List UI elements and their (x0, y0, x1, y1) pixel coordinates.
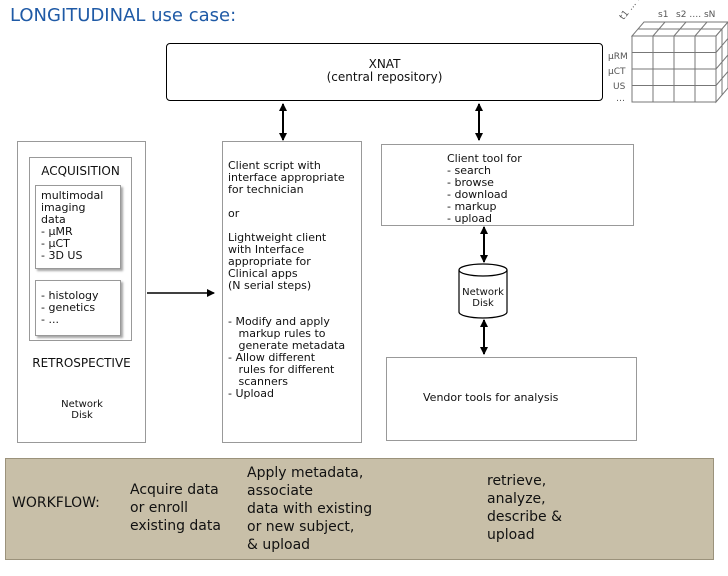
cube-sn-label: s2 …. sN (676, 10, 716, 20)
cube-us-label: US (613, 82, 626, 92)
imaging-data-text: multimodal imaging data - µMR - µCT - 3D… (41, 189, 104, 262)
network-disk-middle-label: Network Disk (462, 287, 504, 309)
workflow-band: WORKFLOW: Acquire data or enroll existin… (5, 458, 714, 560)
workflow-step-analyze: retrieve, analyze, describe & upload (487, 473, 563, 543)
network-disk-left-label: Network Disk (61, 399, 103, 421)
xnat-subtitle: (central repository) (326, 70, 443, 84)
other-data-text: - histology - genetics - ... (41, 289, 99, 326)
workflow-label: WORKFLOW: (12, 495, 100, 511)
client-tool-text: Client tool for - search - browse - down… (447, 152, 522, 225)
acquisition-inner-box: ACQUISITION multimodal imaging data - µM… (29, 157, 132, 341)
data-cube-icon (630, 21, 728, 104)
cube-s1-label: s1 (658, 10, 669, 20)
imaging-data-box: multimodal imaging data - µMR - µCT - 3D… (35, 185, 121, 269)
cube-mr-label: µRM (608, 52, 628, 62)
network-disk-middle-icon (458, 263, 508, 319)
workflow-step-apply-metadata: Apply metadata, associate data with exis… (247, 465, 373, 553)
client-script-text: Client script with interface appropriate… (228, 159, 346, 400)
vendor-tools-text: Vendor tools for analysis (423, 391, 559, 404)
xnat-title: XNAT (368, 57, 401, 71)
xnat-repository-box: XNAT (central repository) (166, 43, 603, 101)
workflow-step-acquire: Acquire data or enroll existing data (130, 482, 221, 534)
cube-ct-label: µCT (608, 67, 626, 77)
cube-more-label: … (616, 94, 625, 104)
vendor-tools-panel: Vendor tools for analysis (386, 357, 637, 441)
client-tool-panel: Client tool for - search - browse - down… (381, 144, 634, 226)
diagram-title: LONGITUDINAL use case: (10, 5, 237, 26)
other-data-box: - histology - genetics - ... (35, 280, 121, 336)
acquisition-heading: ACQUISITION (41, 164, 120, 178)
client-script-panel: Client script with interface appropriate… (222, 141, 362, 443)
acquisition-panel: ACQUISITION multimodal imaging data - µM… (17, 141, 146, 443)
retrospective-label: RETROSPECTIVE (32, 356, 131, 370)
